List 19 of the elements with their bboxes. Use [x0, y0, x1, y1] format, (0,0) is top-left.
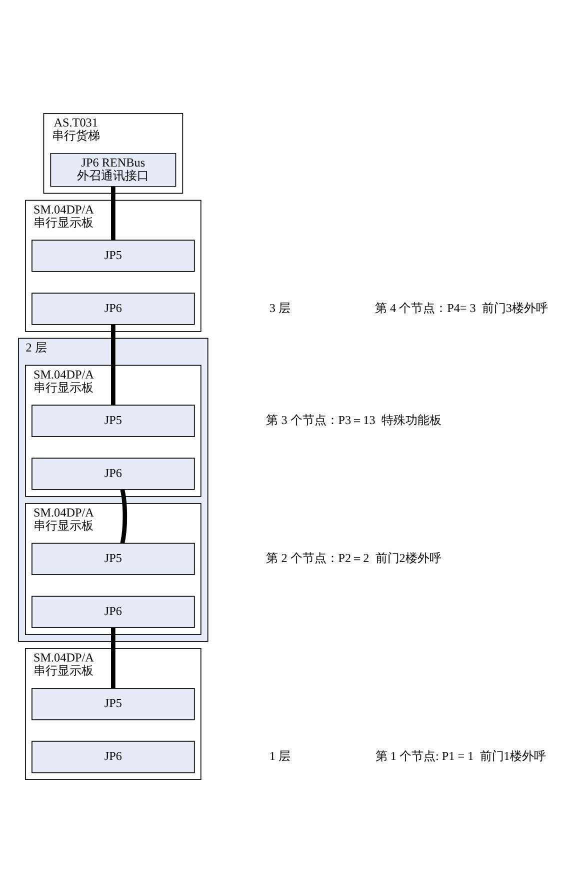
- node-box: JP5: [32, 404, 195, 436]
- label: 1 层: [269, 748, 290, 763]
- node-box: JP5: [32, 542, 195, 575]
- node-box: JP6: [32, 595, 195, 628]
- label: 第 4 个节点：P4= 3 前门3楼外呼: [374, 300, 548, 315]
- label: 第 2 个节点：P2＝2 前门2楼外呼: [266, 550, 442, 565]
- node-box: JP6 RENBus 外召通讯接口: [50, 152, 176, 186]
- connector: [111, 324, 116, 405]
- connector: [111, 186, 116, 240]
- connector: [120, 488, 128, 544]
- node-box: JP6: [32, 292, 195, 324]
- label: 3 层: [269, 300, 290, 315]
- node-box: JP6: [32, 740, 195, 773]
- connector: [111, 627, 116, 688]
- node-box: JP6: [32, 457, 195, 490]
- node-box: JP5: [32, 687, 195, 720]
- label: 第 1 个节点: P1 = 1 前门1楼外呼: [375, 748, 546, 763]
- node-box: JP5: [32, 239, 195, 272]
- label: 第 3 个节点：P3＝13 特殊功能板: [266, 412, 442, 427]
